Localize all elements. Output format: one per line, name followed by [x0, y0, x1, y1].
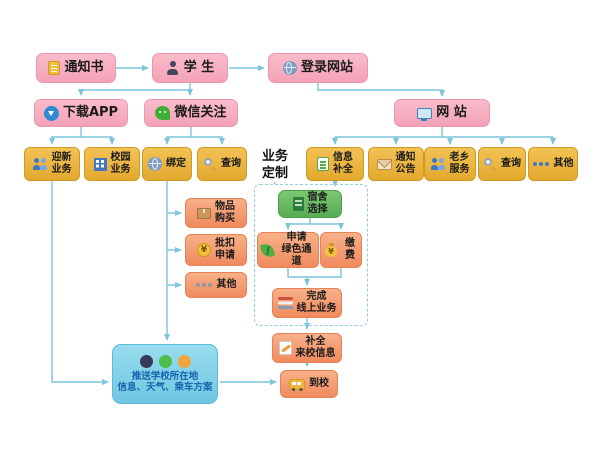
node-query-website: 查询 — [478, 147, 526, 181]
node-label: 其他 — [216, 279, 237, 291]
package-icon — [197, 207, 211, 219]
monitor-icon — [417, 107, 433, 121]
node-other-website: 其他 — [528, 147, 578, 181]
node-login-website: 登录网站 — [268, 53, 368, 83]
node-arrive-school: 到校 — [280, 370, 338, 398]
node-complete-arrival-info: 补全 来校信息 — [272, 333, 342, 363]
books-icon — [277, 297, 293, 309]
document-icon — [48, 61, 61, 75]
node-push-info: 推送学校所在地 信息、天气、乘车方案 — [112, 344, 218, 404]
wechat-icon — [155, 106, 171, 120]
node-green-channel: 申请 绿色通道 — [257, 232, 319, 268]
node-complete-online: 完成 线上业务 — [272, 288, 342, 318]
node-label: 校园 业务 — [110, 152, 131, 175]
node-label: 完成 线上业务 — [296, 291, 337, 314]
node-hometown-service: 老乡 服务 — [424, 147, 476, 181]
node-label: 查询 — [221, 158, 241, 170]
people-icon — [430, 158, 446, 170]
node-download-app: 下载APP — [34, 99, 128, 127]
cabinet-icon — [292, 197, 304, 211]
node-label: 批扣 申请 — [215, 238, 235, 261]
business-custom-group — [254, 184, 368, 326]
node-label: 迎新 业务 — [51, 152, 72, 175]
node-wechat-follow: 微信关注 — [144, 99, 238, 127]
app-icon-green — [158, 354, 172, 368]
dots-icon — [195, 283, 213, 288]
app-icons-row — [139, 354, 191, 368]
node-goods-purchase: 物品 购买 — [185, 198, 247, 228]
node-label: 通知 公告 — [395, 152, 416, 175]
globe-icon — [282, 61, 297, 75]
node-label: 申请 绿色通道 — [281, 232, 312, 267]
dots-icon — [532, 162, 550, 167]
app-icon-dark — [139, 354, 153, 368]
node-label: 补全 来校信息 — [295, 336, 336, 359]
node-info-complete: 信息 补全 — [306, 147, 364, 181]
node-label: 其他 — [553, 158, 574, 170]
node-welcome-business: 迎新 业务 — [24, 147, 80, 181]
node-pay-fee: 缴费 — [320, 232, 362, 268]
node-label: 缴费 — [345, 238, 355, 261]
mail-icon — [376, 158, 392, 170]
node-query-wechat: 查询 — [197, 147, 247, 181]
app-download-icon — [43, 105, 59, 121]
node-other-wechat: 其他 — [185, 272, 247, 298]
globe-icon — [148, 157, 162, 171]
pencil-icon — [278, 341, 292, 355]
node-label: 信息 补全 — [333, 152, 353, 175]
node-announcements: 通知 公告 — [368, 147, 424, 181]
node-label: 通知书 — [64, 60, 104, 76]
node-label: 宿舍 选择 — [307, 192, 328, 215]
leaf-icon — [260, 242, 275, 258]
node-bind: 绑定 — [142, 147, 192, 181]
node-label: 下载APP — [62, 105, 119, 121]
push-info-label: 推送学校所在地 信息、天气、乘车方案 — [117, 370, 213, 393]
moneybag-icon — [324, 243, 338, 257]
node-label: 微信关注 — [174, 105, 227, 121]
node-deduction-apply: 批扣 申请 — [185, 234, 247, 266]
search-icon — [203, 157, 217, 171]
node-campus-business: 校园 业务 — [84, 147, 140, 181]
node-label: 查询 — [501, 158, 521, 170]
node-label: 物品 购买 — [215, 201, 235, 224]
form-icon — [317, 157, 329, 171]
node-student: 学 生 — [152, 53, 228, 83]
student-icon — [166, 61, 180, 75]
search-icon — [483, 157, 497, 171]
node-label: 学 生 — [183, 60, 215, 76]
campus-icon — [93, 157, 107, 171]
label-business-custom: 业务 定制 — [261, 149, 288, 181]
node-website: 网 站 — [394, 99, 490, 127]
coin-icon — [197, 243, 211, 257]
app-icon-orange — [177, 354, 191, 368]
node-label: 到校 — [309, 378, 329, 390]
node-label: 老乡 服务 — [449, 152, 470, 175]
node-label: 网 站 — [436, 105, 467, 121]
node-label: 绑定 — [166, 158, 186, 170]
node-label: 登录网站 — [300, 60, 353, 76]
node-notice-letter: 通知书 — [36, 53, 116, 83]
node-dorm-select: 宿舍 选择 — [278, 190, 342, 218]
people-icon — [32, 158, 48, 170]
bus-icon — [289, 378, 305, 391]
